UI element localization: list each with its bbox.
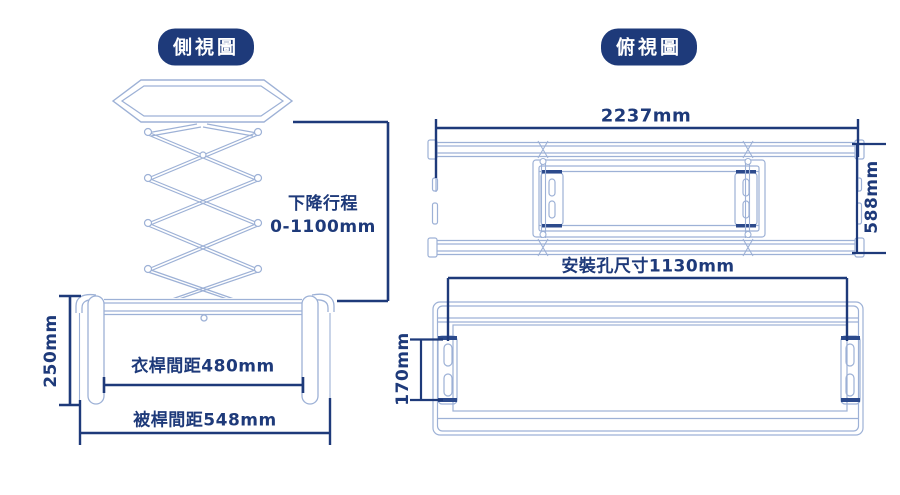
quilt-rod-spacing-label: 被桿間距548mm [133,410,277,431]
top-view-dimension-lines [410,119,886,402]
mounting-hole-label: 安裝孔尺寸1130mm [561,256,735,277]
bracket-height-label: 170mm [393,332,413,406]
frame-height-label: 250mm [41,314,61,388]
rod-spacing-label: 衣桿間距480mm [131,356,275,377]
top-plate [111,79,294,123]
drop-stroke-label: 下降行程 [287,194,358,215]
side-view-badge: 側視圖 [157,28,255,66]
scissor-mechanism [146,123,259,301]
overall-width-label: 2237mm [600,105,692,127]
drop-stroke-dimension: 下降行程 0-1100mm [270,193,376,239]
side-view-dimension-lines [59,120,390,445]
side-view-drawing [59,79,390,445]
overall-depth-label: 588mm [862,160,882,234]
top-view-badge: 俯視圖 [600,28,698,66]
hanging-straps [537,140,754,257]
top-view-drawing [410,119,886,436]
drop-stroke-value: 0-1100mm [270,217,376,237]
machine-unit-top [532,159,766,238]
hanger-body [75,293,335,405]
scissor-pivots [143,127,263,274]
mounting-unit [432,301,864,436]
